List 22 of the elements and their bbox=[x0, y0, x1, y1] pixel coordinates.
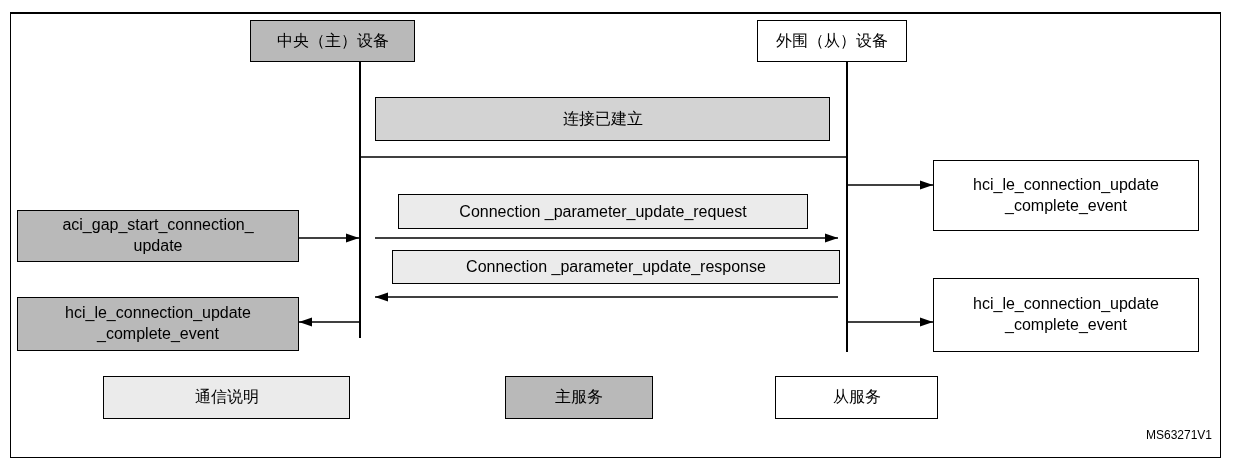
legend-key: 从服务 bbox=[775, 376, 938, 419]
device-box: 中央（主）设备 bbox=[250, 20, 415, 62]
arrow bbox=[298, 317, 360, 327]
event-box: hci_le_connection_update _complete_event bbox=[933, 160, 1199, 231]
message-label: Connection _parameter_update_response bbox=[392, 250, 840, 284]
legend-key: 通信说明 bbox=[103, 376, 350, 419]
event-box: hci_le_connection_update _complete_event bbox=[17, 297, 299, 351]
message-label: Connection _parameter_update_request bbox=[398, 194, 808, 229]
legend-key: 主服务 bbox=[505, 376, 653, 419]
command-box: aci_gap_start_connection_ update bbox=[17, 210, 299, 262]
arrow bbox=[374, 233, 839, 243]
arrow bbox=[374, 292, 839, 302]
arrow bbox=[847, 180, 934, 190]
arrow bbox=[847, 317, 934, 327]
device-box: 外围（从）设备 bbox=[757, 20, 907, 62]
event-box: hci_le_connection_update _complete_event bbox=[933, 278, 1199, 352]
status-box: 连接已建立 bbox=[375, 97, 830, 141]
connector-line bbox=[360, 156, 847, 158]
lifeline bbox=[359, 62, 361, 338]
figure-code: MS63271V1 bbox=[1145, 428, 1212, 442]
arrow bbox=[298, 233, 360, 243]
lifeline bbox=[846, 62, 848, 352]
